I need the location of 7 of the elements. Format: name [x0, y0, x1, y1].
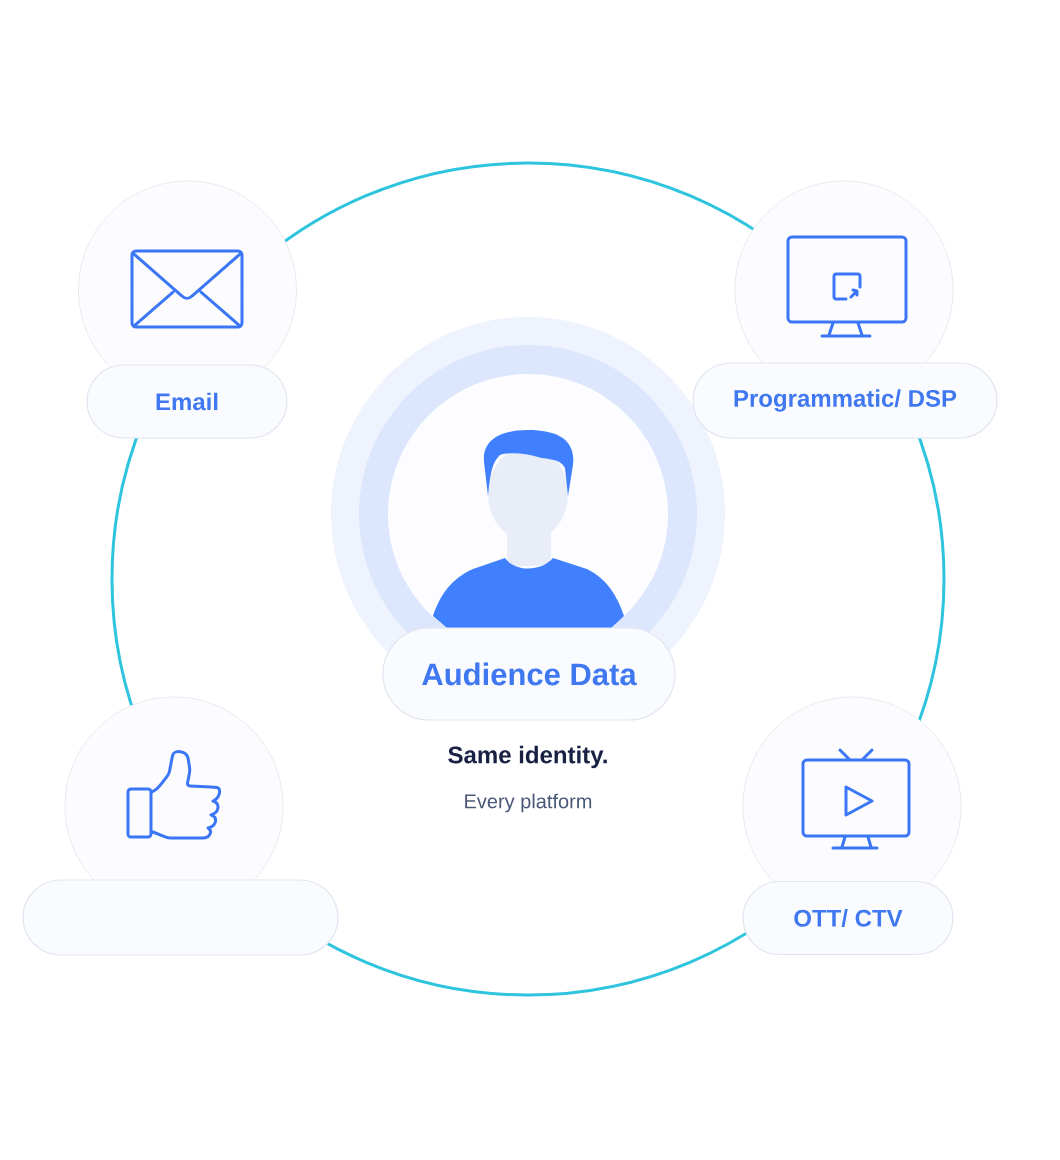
label-pill: Audience Data: [382, 627, 676, 721]
label-pill: Programmatic/ DSP: [692, 362, 998, 439]
tagline: Same identity.: [448, 745, 607, 769]
label-pill: OTT/ CTV: [742, 880, 954, 956]
subtitle-text: Every platform: [465, 793, 592, 813]
label-pill: [22, 879, 339, 956]
label-pill: Email: [86, 364, 288, 439]
